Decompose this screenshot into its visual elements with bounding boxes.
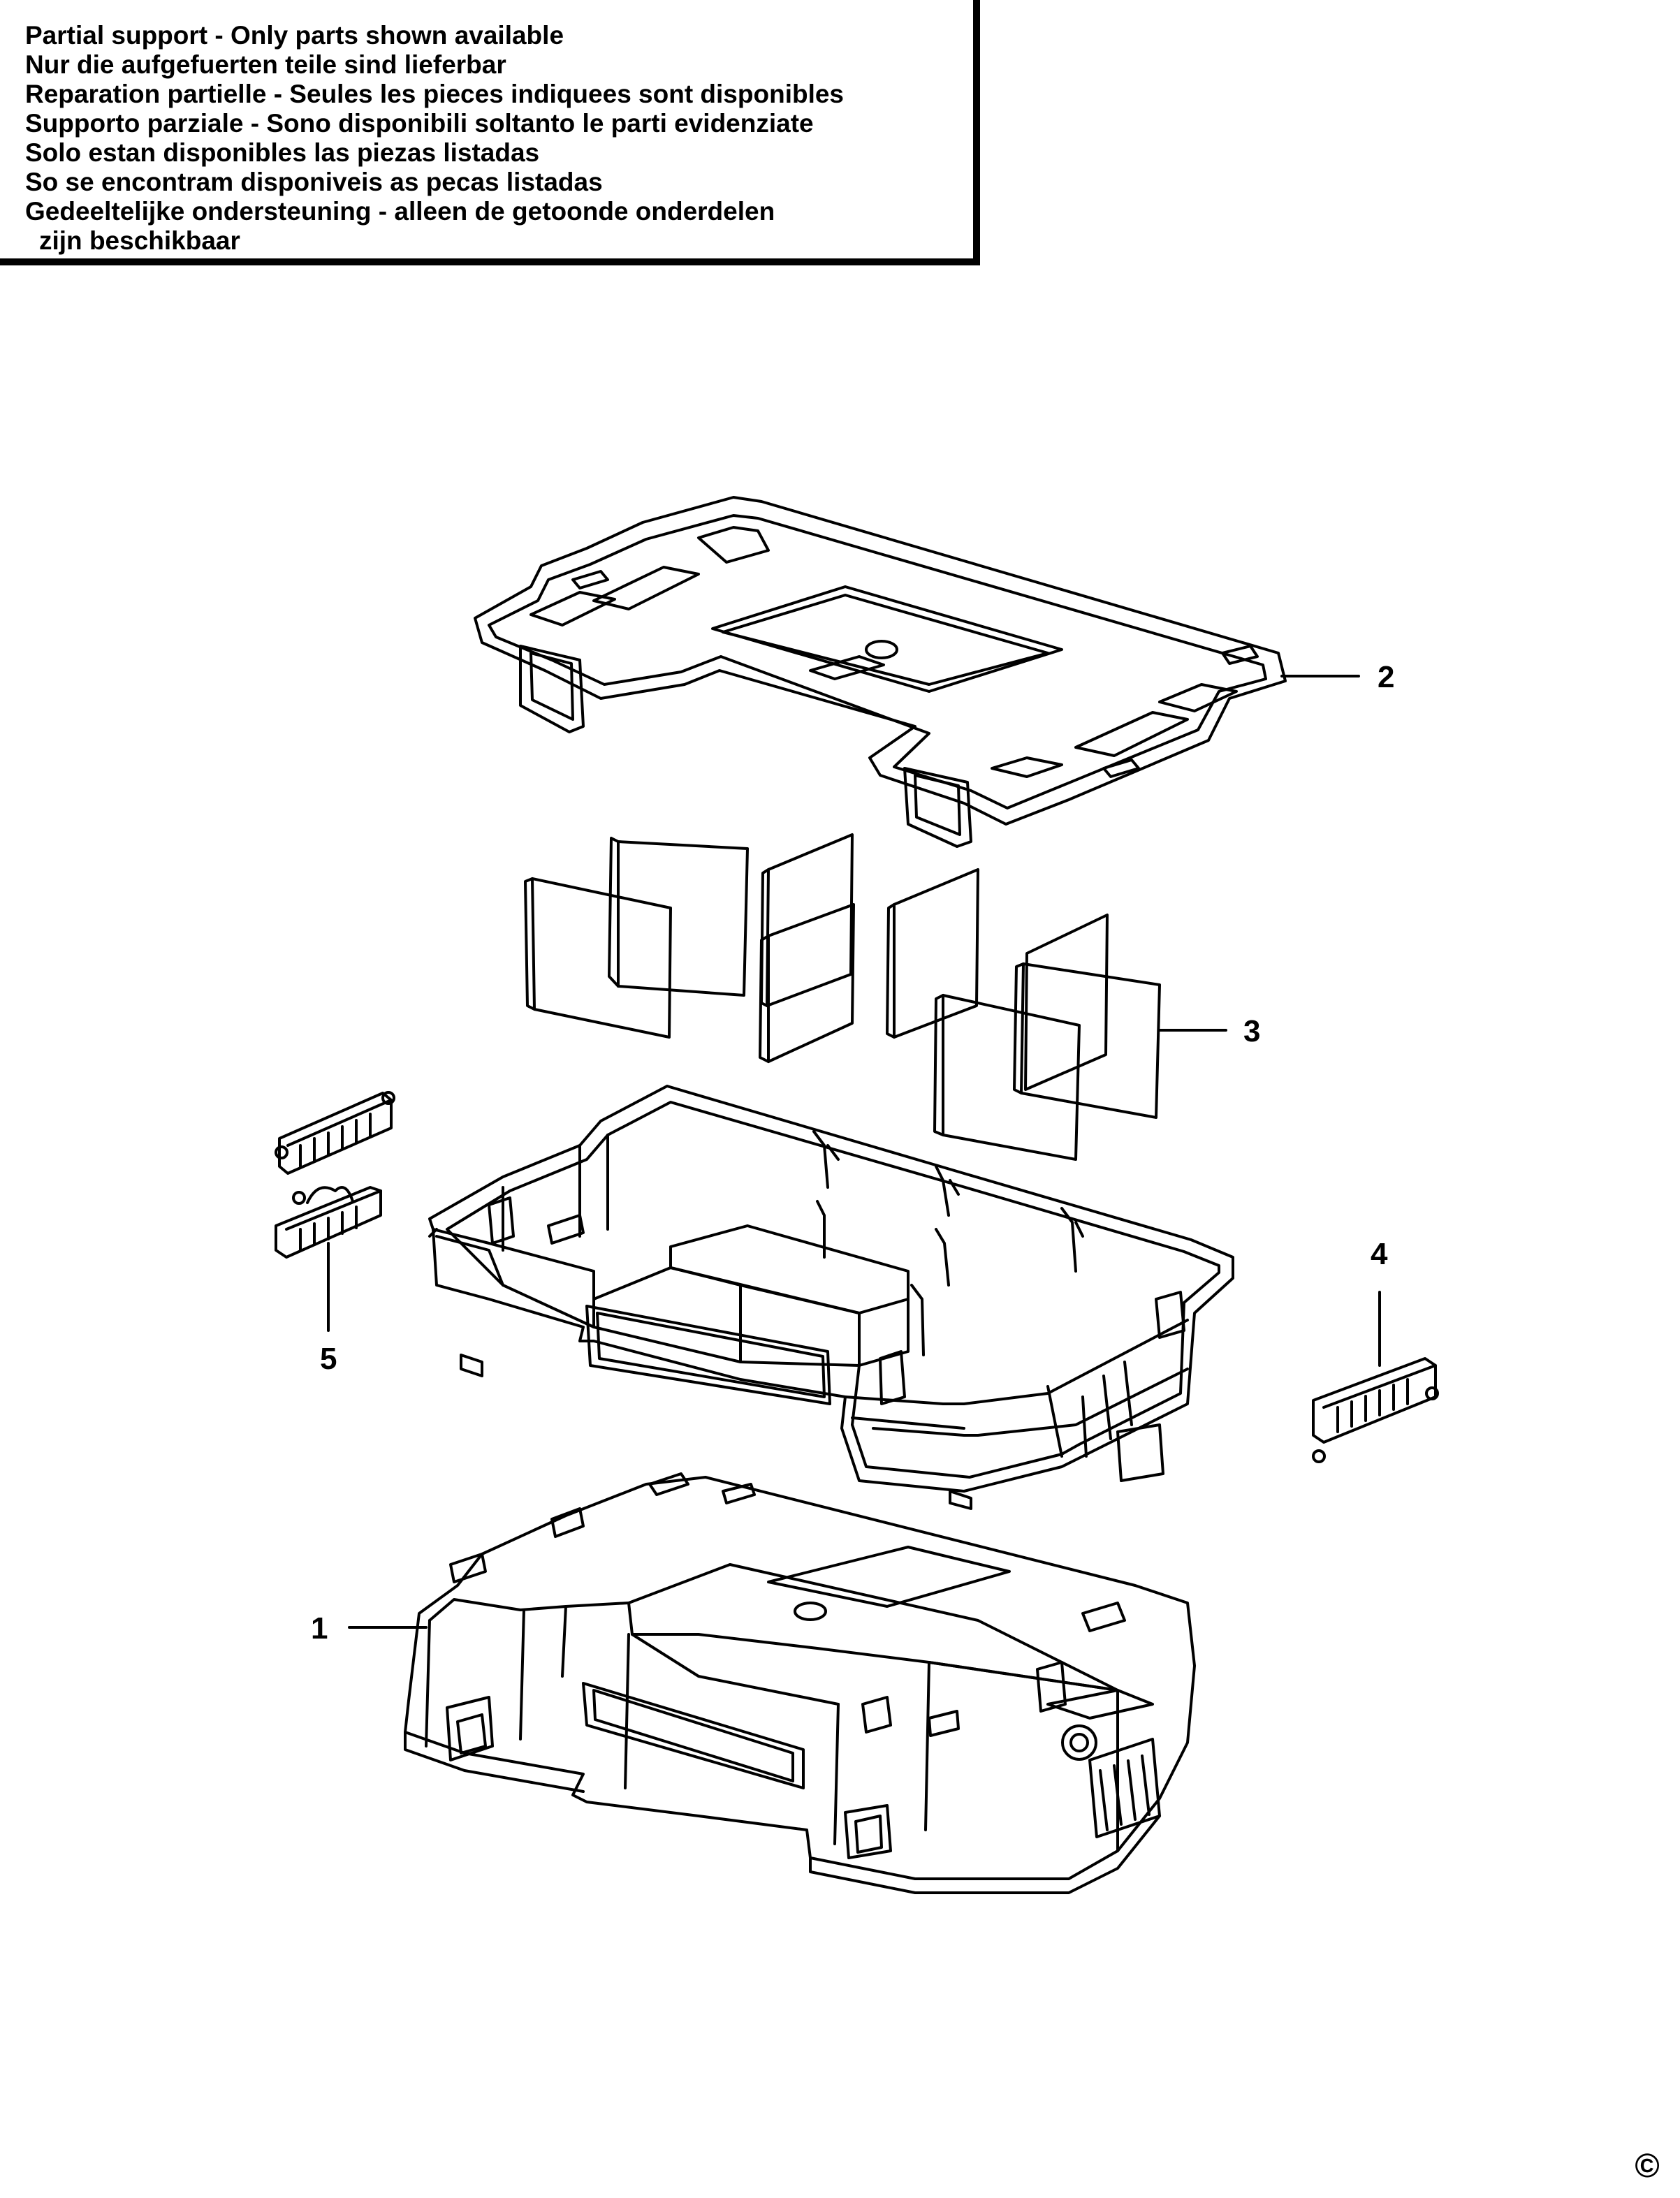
- notice-line: Gedeeltelijke ondersteuning - alleen de …: [25, 197, 775, 226]
- callout-2: 2: [1378, 660, 1394, 694]
- callout-4: 4: [1371, 1237, 1388, 1271]
- notice-line: Supporto parziale - Sono disponibili sol…: [25, 109, 814, 138]
- callout-3: 3: [1243, 1014, 1260, 1048]
- notice-line: zijn beschikbaar: [39, 226, 240, 255]
- notice-line: Solo estan disponibles las piezas listad…: [25, 138, 540, 167]
- callout-5: 5: [320, 1342, 337, 1376]
- part-3-dividers: [524, 833, 1161, 1161]
- notice-line: Partial support - Only parts shown avail…: [25, 21, 564, 50]
- notice-line: So se encontram disponiveis as pecas lis…: [25, 168, 603, 196]
- part-1-base-case: [404, 1472, 1196, 1894]
- part-5-hinge-pins: [275, 1091, 395, 1259]
- notice-line: Reparation partielle - Seules les pieces…: [25, 80, 845, 108]
- part-4-hinge-pin: [1312, 1357, 1439, 1463]
- notice-line: Nur die aufgefuerten teile sind lieferba…: [25, 50, 506, 79]
- middle-organizer-tray: [428, 1085, 1234, 1510]
- callout-1: 1: [311, 1611, 328, 1646]
- part-2-lid-tray: [474, 496, 1287, 848]
- partial-support-notice: Partial support - Only parts shown avail…: [0, 0, 980, 265]
- copyright-symbol: ©: [1635, 2148, 1660, 2185]
